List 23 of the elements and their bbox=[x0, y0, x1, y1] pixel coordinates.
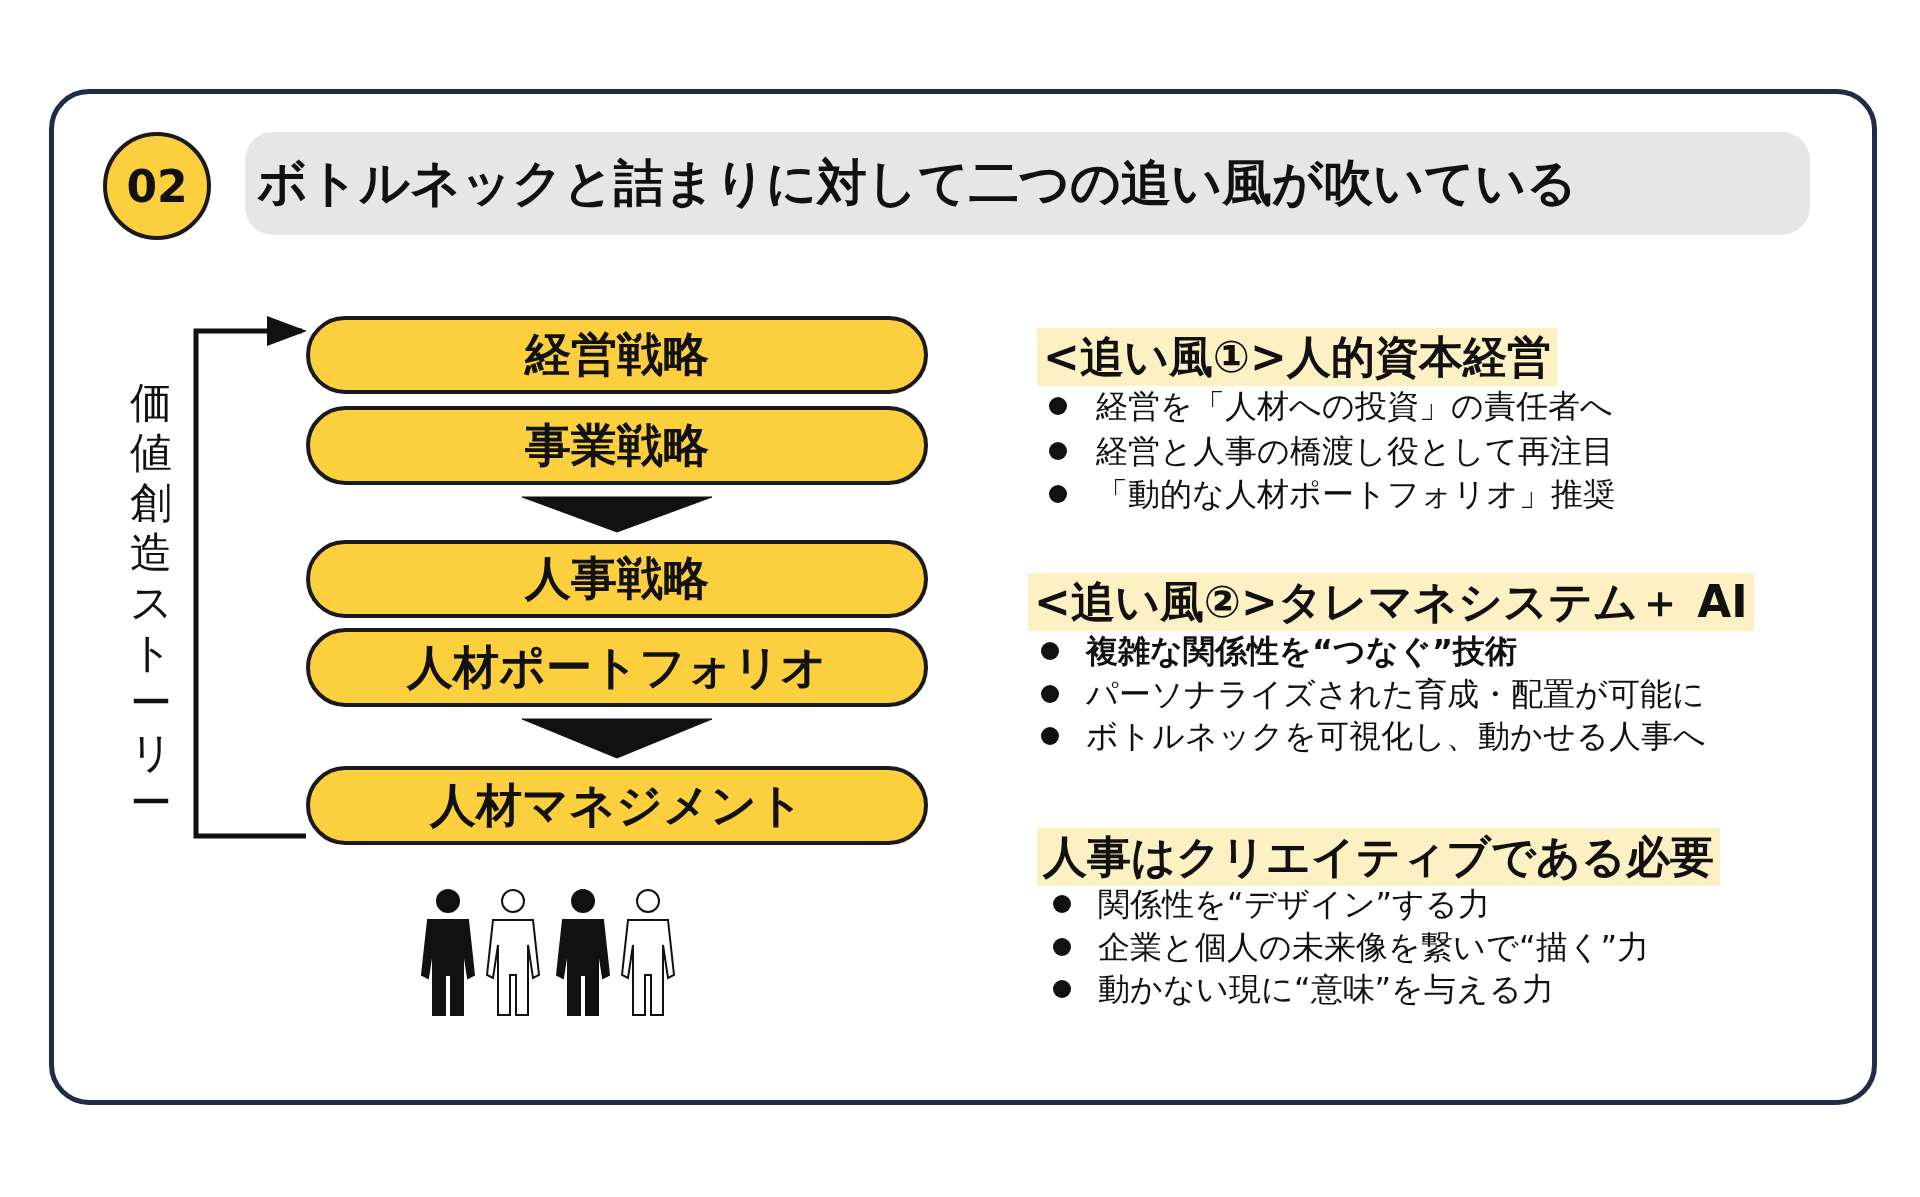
bullet-text: 複雑な関係性を“つなぐ”技術 bbox=[1086, 631, 1518, 671]
strategy-box: 人事戦略 bbox=[306, 540, 928, 618]
bullet-text: 関係性を“デザイン”する力 bbox=[1098, 884, 1491, 924]
bullet-text: 動かない現に“意味”を与える力 bbox=[1098, 969, 1555, 1009]
strategy-box: 人材マネジメント bbox=[306, 766, 928, 845]
bullet-text: 企業と個人の未来像を繋いで“描く”力 bbox=[1098, 927, 1650, 967]
bullet-text: パーソナライズされた育成・配置が可能に bbox=[1086, 674, 1705, 714]
down-arrow bbox=[521, 496, 713, 533]
highlighted-heading: 人事はクリエイティブである必要 bbox=[1037, 828, 1720, 886]
bracket-arrow bbox=[193, 316, 307, 839]
strategy-box: 人材ポートフォリオ bbox=[306, 628, 928, 707]
strategy-box: 事業戦略 bbox=[306, 406, 928, 485]
highlighted-heading: <追い風①>人的資本経営 bbox=[1037, 328, 1557, 386]
vertical-label: 価値創造ストーリー bbox=[128, 378, 174, 828]
strategy-box: 経営戦略 bbox=[306, 316, 928, 394]
title-banner: ボトルネックと詰まりに対して二つの追い風が吹いている bbox=[245, 132, 1810, 235]
highlighted-heading: <追い風②>タレマネシステム＋ AI bbox=[1028, 573, 1754, 631]
bullet-text: 経営と人事の橋渡し役として再注目 bbox=[1096, 431, 1614, 471]
bullet-text: 経営を「人材への投資」の責任者へ bbox=[1096, 386, 1613, 426]
number-badge: 02 bbox=[103, 132, 211, 240]
bullet-text: ボトルネックを可視化し、動かせる人事へ bbox=[1086, 716, 1706, 756]
down-arrow bbox=[521, 718, 713, 759]
bullet-text: 「動的な人材ポートフォリオ」推奨 bbox=[1096, 474, 1615, 514]
